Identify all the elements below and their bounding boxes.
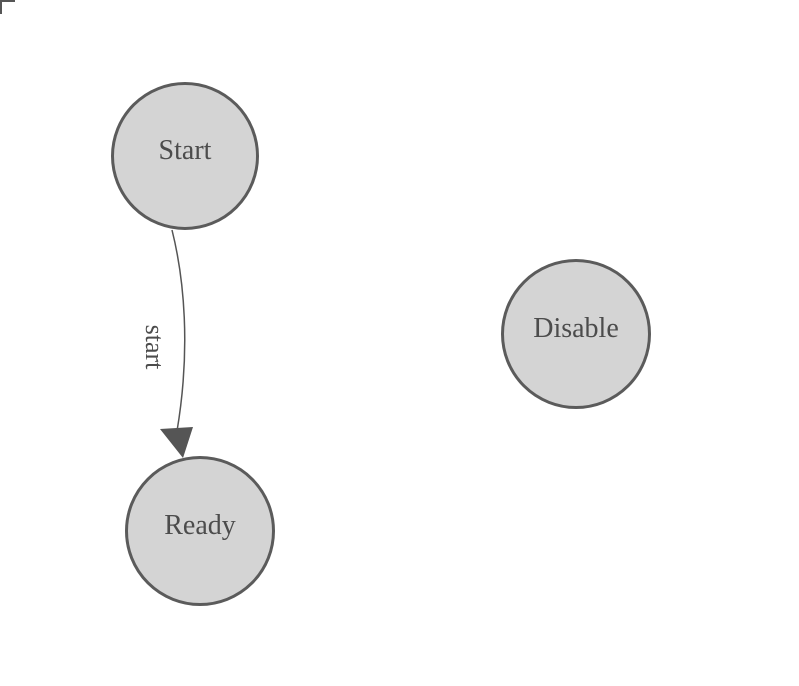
state-node-ready[interactable]: Ready — [125, 456, 275, 606]
state-node-start[interactable]: Start — [111, 82, 259, 230]
canvas-corner-icon — [0, 0, 15, 14]
state-circle-disable[interactable] — [501, 259, 651, 409]
state-circle-start[interactable] — [111, 82, 259, 230]
transition-line[interactable] — [171, 229, 186, 432]
state-node-disable[interactable]: Disable — [501, 259, 651, 409]
state-circle-ready[interactable] — [125, 456, 275, 606]
transition-start-to-ready[interactable]: start — [140, 229, 193, 458]
transition-label[interactable]: start — [140, 325, 169, 371]
arrowhead-icon — [160, 427, 193, 458]
